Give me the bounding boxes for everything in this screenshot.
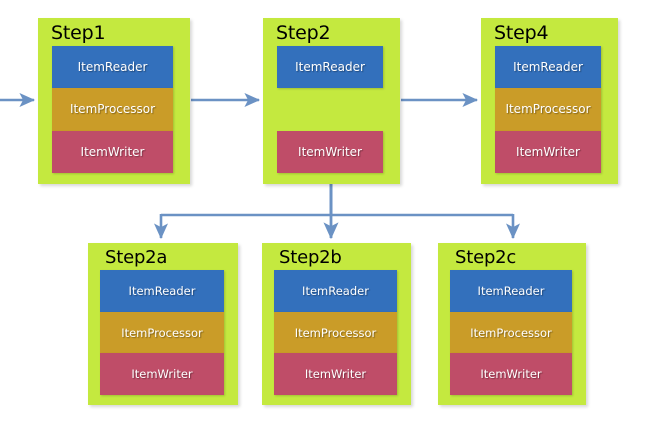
component-item-reader[interactable]: ItemReader bbox=[450, 270, 572, 312]
step-title: Step2b bbox=[279, 247, 342, 268]
step-box-step4[interactable]: Step4 ItemReader ItemProcessor ItemWrite… bbox=[481, 18, 618, 184]
step-box-step2c[interactable]: Step2c ItemReader ItemProcessor ItemWrit… bbox=[438, 243, 586, 405]
step-components: ItemReader ItemProcessor ItemWriter bbox=[100, 270, 224, 396]
component-item-reader[interactable]: ItemReader bbox=[495, 46, 601, 89]
step-title: Step2 bbox=[276, 22, 331, 44]
component-item-processor[interactable]: ItemProcessor bbox=[495, 88, 601, 131]
step-components: ItemReader ItemProcessor ItemWriter bbox=[274, 270, 397, 396]
step-box-step2a[interactable]: Step2a ItemReader ItemProcessor ItemWrit… bbox=[88, 243, 238, 405]
step-components: ItemReader ItemProcessor ItemWriter bbox=[495, 46, 601, 173]
step-title: Step2c bbox=[455, 247, 517, 268]
step-box-step2[interactable]: Step2 ItemReader ItemWriter bbox=[263, 18, 400, 184]
step-title: Step1 bbox=[51, 22, 106, 44]
component-item-reader[interactable]: ItemReader bbox=[52, 46, 173, 89]
component-item-reader[interactable]: ItemReader bbox=[100, 270, 224, 312]
component-item-processor[interactable]: ItemProcessor bbox=[52, 88, 173, 131]
component-item-reader[interactable]: ItemReader bbox=[274, 270, 397, 312]
component-item-processor[interactable]: ItemProcessor bbox=[100, 311, 224, 354]
component-item-writer[interactable]: ItemWriter bbox=[277, 130, 383, 173]
component-item-reader[interactable]: ItemReader bbox=[277, 46, 383, 89]
component-item-processor[interactable]: ItemProcessor bbox=[274, 311, 397, 354]
component-processor-placeholder bbox=[277, 88, 383, 130]
connector-step2-fork-bus bbox=[161, 184, 513, 217]
component-item-writer[interactable]: ItemWriter bbox=[100, 353, 224, 396]
step-components: ItemReader ItemProcessor ItemWriter bbox=[52, 46, 173, 173]
step-components: ItemReader ItemProcessor ItemWriter bbox=[450, 270, 572, 396]
step-title: Step4 bbox=[494, 22, 549, 44]
step-box-step2b[interactable]: Step2b ItemReader ItemProcessor ItemWrit… bbox=[262, 243, 411, 405]
component-item-writer[interactable]: ItemWriter bbox=[52, 130, 173, 173]
component-item-writer[interactable]: ItemWriter bbox=[450, 353, 572, 396]
component-item-processor[interactable]: ItemProcessor bbox=[450, 311, 572, 354]
step-components: ItemReader ItemWriter bbox=[277, 46, 383, 173]
component-item-writer[interactable]: ItemWriter bbox=[495, 130, 601, 173]
component-item-writer[interactable]: ItemWriter bbox=[274, 353, 397, 396]
step-title: Step2a bbox=[105, 247, 168, 268]
step-box-step1[interactable]: Step1 ItemReader ItemProcessor ItemWrite… bbox=[38, 18, 190, 184]
